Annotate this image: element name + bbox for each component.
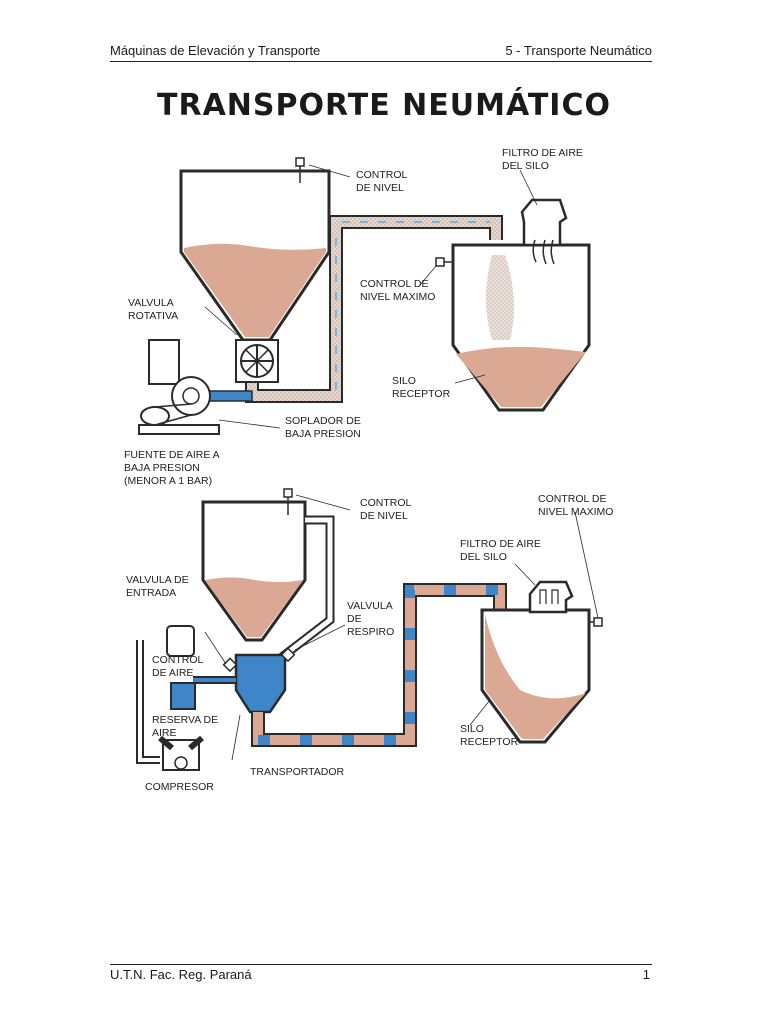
label-filtro-bottom-1: FILTRO DE AIRE xyxy=(460,538,541,550)
label-silo-top-1: SILO xyxy=(392,375,416,387)
label-transportador: TRANSPORTADOR xyxy=(250,766,345,778)
source-hopper-bottom xyxy=(201,500,307,642)
label-silo-top-2: RECEPTOR xyxy=(392,388,451,400)
label-fuente-1: FUENTE DE AIRE A xyxy=(124,449,220,461)
label-control-max-top-1: CONTROL DE xyxy=(360,278,428,290)
label-respiro-3: RESPIRO xyxy=(347,626,394,638)
label-valvula-2: ROTATIVA xyxy=(128,310,178,322)
label-silo-bottom-2: RECEPTOR xyxy=(460,736,519,748)
receiving-silo-top xyxy=(451,243,591,412)
label-reserva-1: RESERVA DE xyxy=(152,714,218,726)
footer-rule xyxy=(110,964,652,965)
pressure-transporter xyxy=(204,624,346,761)
source-hopper-top xyxy=(179,169,331,342)
footer-page-number: 1 xyxy=(642,967,650,982)
label-valvula-1: VALVULA xyxy=(128,297,174,309)
silo-air-filter-top xyxy=(519,169,568,265)
label-control-max-bottom-2: NIVEL MAXIMO xyxy=(538,506,613,518)
header-rule xyxy=(110,61,652,62)
vent-pipe xyxy=(275,515,335,664)
label-control-nivel-bottom-2: DE NIVEL xyxy=(360,510,408,522)
label-ctrl-aire-1: CONTROL xyxy=(152,654,203,666)
label-soplador-1: SOPLADOR DE xyxy=(285,415,361,427)
header-book-title: Máquinas de Elevación y Transporte xyxy=(110,43,321,58)
label-entrada-1: VALVULA DE xyxy=(126,574,189,586)
pipeline-bottom xyxy=(251,583,507,747)
level-sensor-top xyxy=(295,157,351,183)
label-control-nivel-top-1: CONTROL xyxy=(356,169,407,181)
label-respiro-2: DE xyxy=(347,613,362,625)
label-control-max-top-2: NIVEL MAXIMO xyxy=(360,291,435,303)
label-control-nivel-bottom-1: CONTROL xyxy=(360,497,411,509)
label-respiro-1: VALVULA xyxy=(347,600,393,612)
label-control-nivel-top-2: DE NIVEL xyxy=(356,182,404,194)
max-level-sensor-top xyxy=(419,257,453,286)
rotary-valve xyxy=(204,306,279,383)
label-filtro-top-1: FILTRO DE AIRE xyxy=(502,147,583,159)
label-reserva-2: AIRE xyxy=(152,727,177,739)
label-fuente-2: BAJA PRESION xyxy=(124,462,200,474)
level-sensor-bottom xyxy=(283,488,351,515)
low-pressure-blower xyxy=(138,339,281,435)
diagram-bottom-dense-phase: CONTROL DE NIVEL CONTROL DE NIVEL MAXIMO… xyxy=(126,488,613,793)
air-compressor-system xyxy=(136,625,236,771)
header-chapter: 5 - Transporte Neumático xyxy=(505,43,652,58)
label-entrada-2: ENTRADA xyxy=(126,587,176,599)
label-ctrl-aire-2: DE AIRE xyxy=(152,667,193,679)
label-silo-bottom-1: SILO xyxy=(460,723,484,735)
label-fuente-3: (MENOR A 1 BAR) xyxy=(124,475,212,487)
label-soplador-2: BAJA PRESION xyxy=(285,428,361,440)
label-filtro-top-2: DEL SILO xyxy=(502,160,549,172)
diagram-top-low-pressure: CONTROL DE NIVEL FILTRO DE AIRE DEL SILO… xyxy=(124,147,591,487)
receiving-silo-bottom xyxy=(469,511,603,744)
footer-institution: U.T.N. Fac. Reg. Paraná xyxy=(110,967,252,982)
page-title: TRANSPORTE NEUMÁTICO xyxy=(157,88,611,123)
pipeline-top xyxy=(207,215,503,403)
label-compresor: COMPRESOR xyxy=(145,781,214,793)
label-filtro-bottom-2: DEL SILO xyxy=(460,551,507,563)
label-control-max-bottom-1: CONTROL DE xyxy=(538,493,606,505)
